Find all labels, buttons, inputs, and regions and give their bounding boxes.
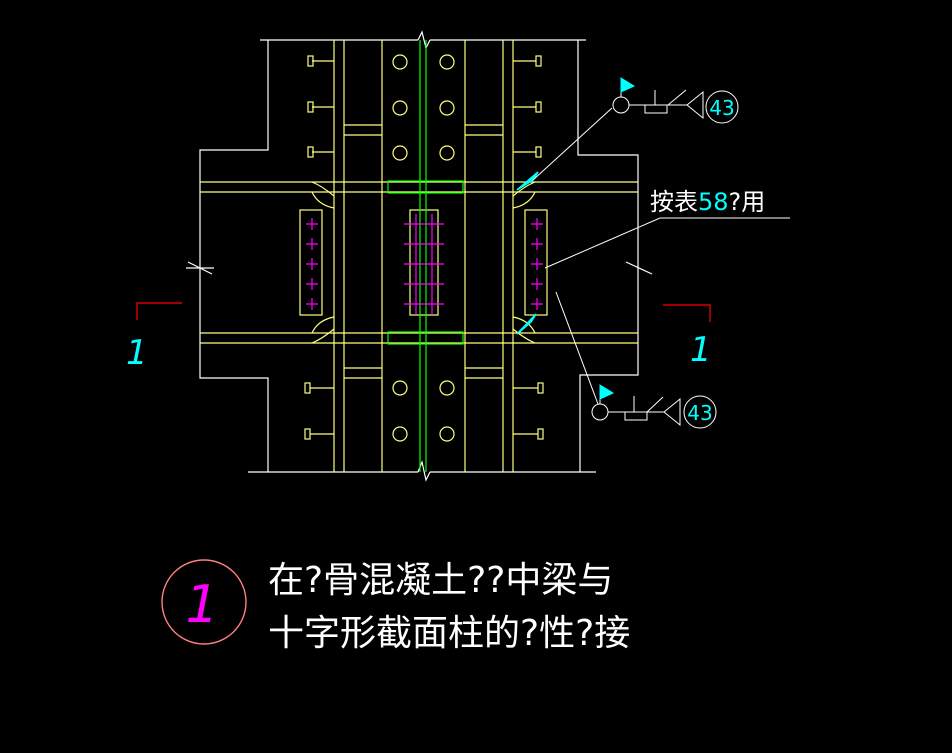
- detail-number-circle: [161, 559, 247, 645]
- title-line-2: 十字形截面柱的?性?接: [268, 613, 630, 654]
- detail-number: 1: [185, 575, 218, 635]
- bolts-right-splice: [531, 218, 543, 310]
- weld-arrows: [516, 171, 539, 335]
- section-mark-left: 1: [126, 302, 182, 373]
- studs-upper-left: [307, 55, 334, 158]
- callout-prefix: 按表: [650, 188, 698, 216]
- callout-note: 按表58?用: [650, 188, 765, 216]
- studs-lower-left: [304, 382, 334, 440]
- weld-symbol-upper: 43: [612, 77, 739, 124]
- title-line-1: 在?骨混凝土??中梁与: [268, 560, 613, 601]
- leader-lines: [532, 107, 790, 405]
- weld-reference-lower: 43: [687, 401, 712, 425]
- web-plates: [387, 40, 464, 472]
- weld-reference-upper: 43: [709, 96, 734, 120]
- web-bolts: [306, 214, 543, 314]
- section-label-left: 1: [126, 333, 148, 373]
- steel-column-profile: [200, 40, 638, 472]
- bolt-holes-upper: [392, 54, 455, 161]
- weld-symbol-lower: 43: [591, 384, 717, 429]
- callout-suffix: ?用: [729, 188, 766, 216]
- bolt-holes-lower: [392, 380, 455, 442]
- studs-lower-right: [513, 382, 544, 440]
- section-mark-right: 1: [663, 304, 712, 370]
- studs-upper-right: [513, 55, 542, 158]
- title-block: 1 在?骨混凝土??中梁与 十字形截面柱的?性?接: [161, 559, 630, 654]
- section-label-right: 1: [690, 330, 712, 370]
- concrete-outline: [186, 30, 653, 482]
- bolts-center-splice: [404, 214, 444, 314]
- callout-number: 58: [698, 188, 729, 216]
- bolts-left-splice: [306, 218, 318, 310]
